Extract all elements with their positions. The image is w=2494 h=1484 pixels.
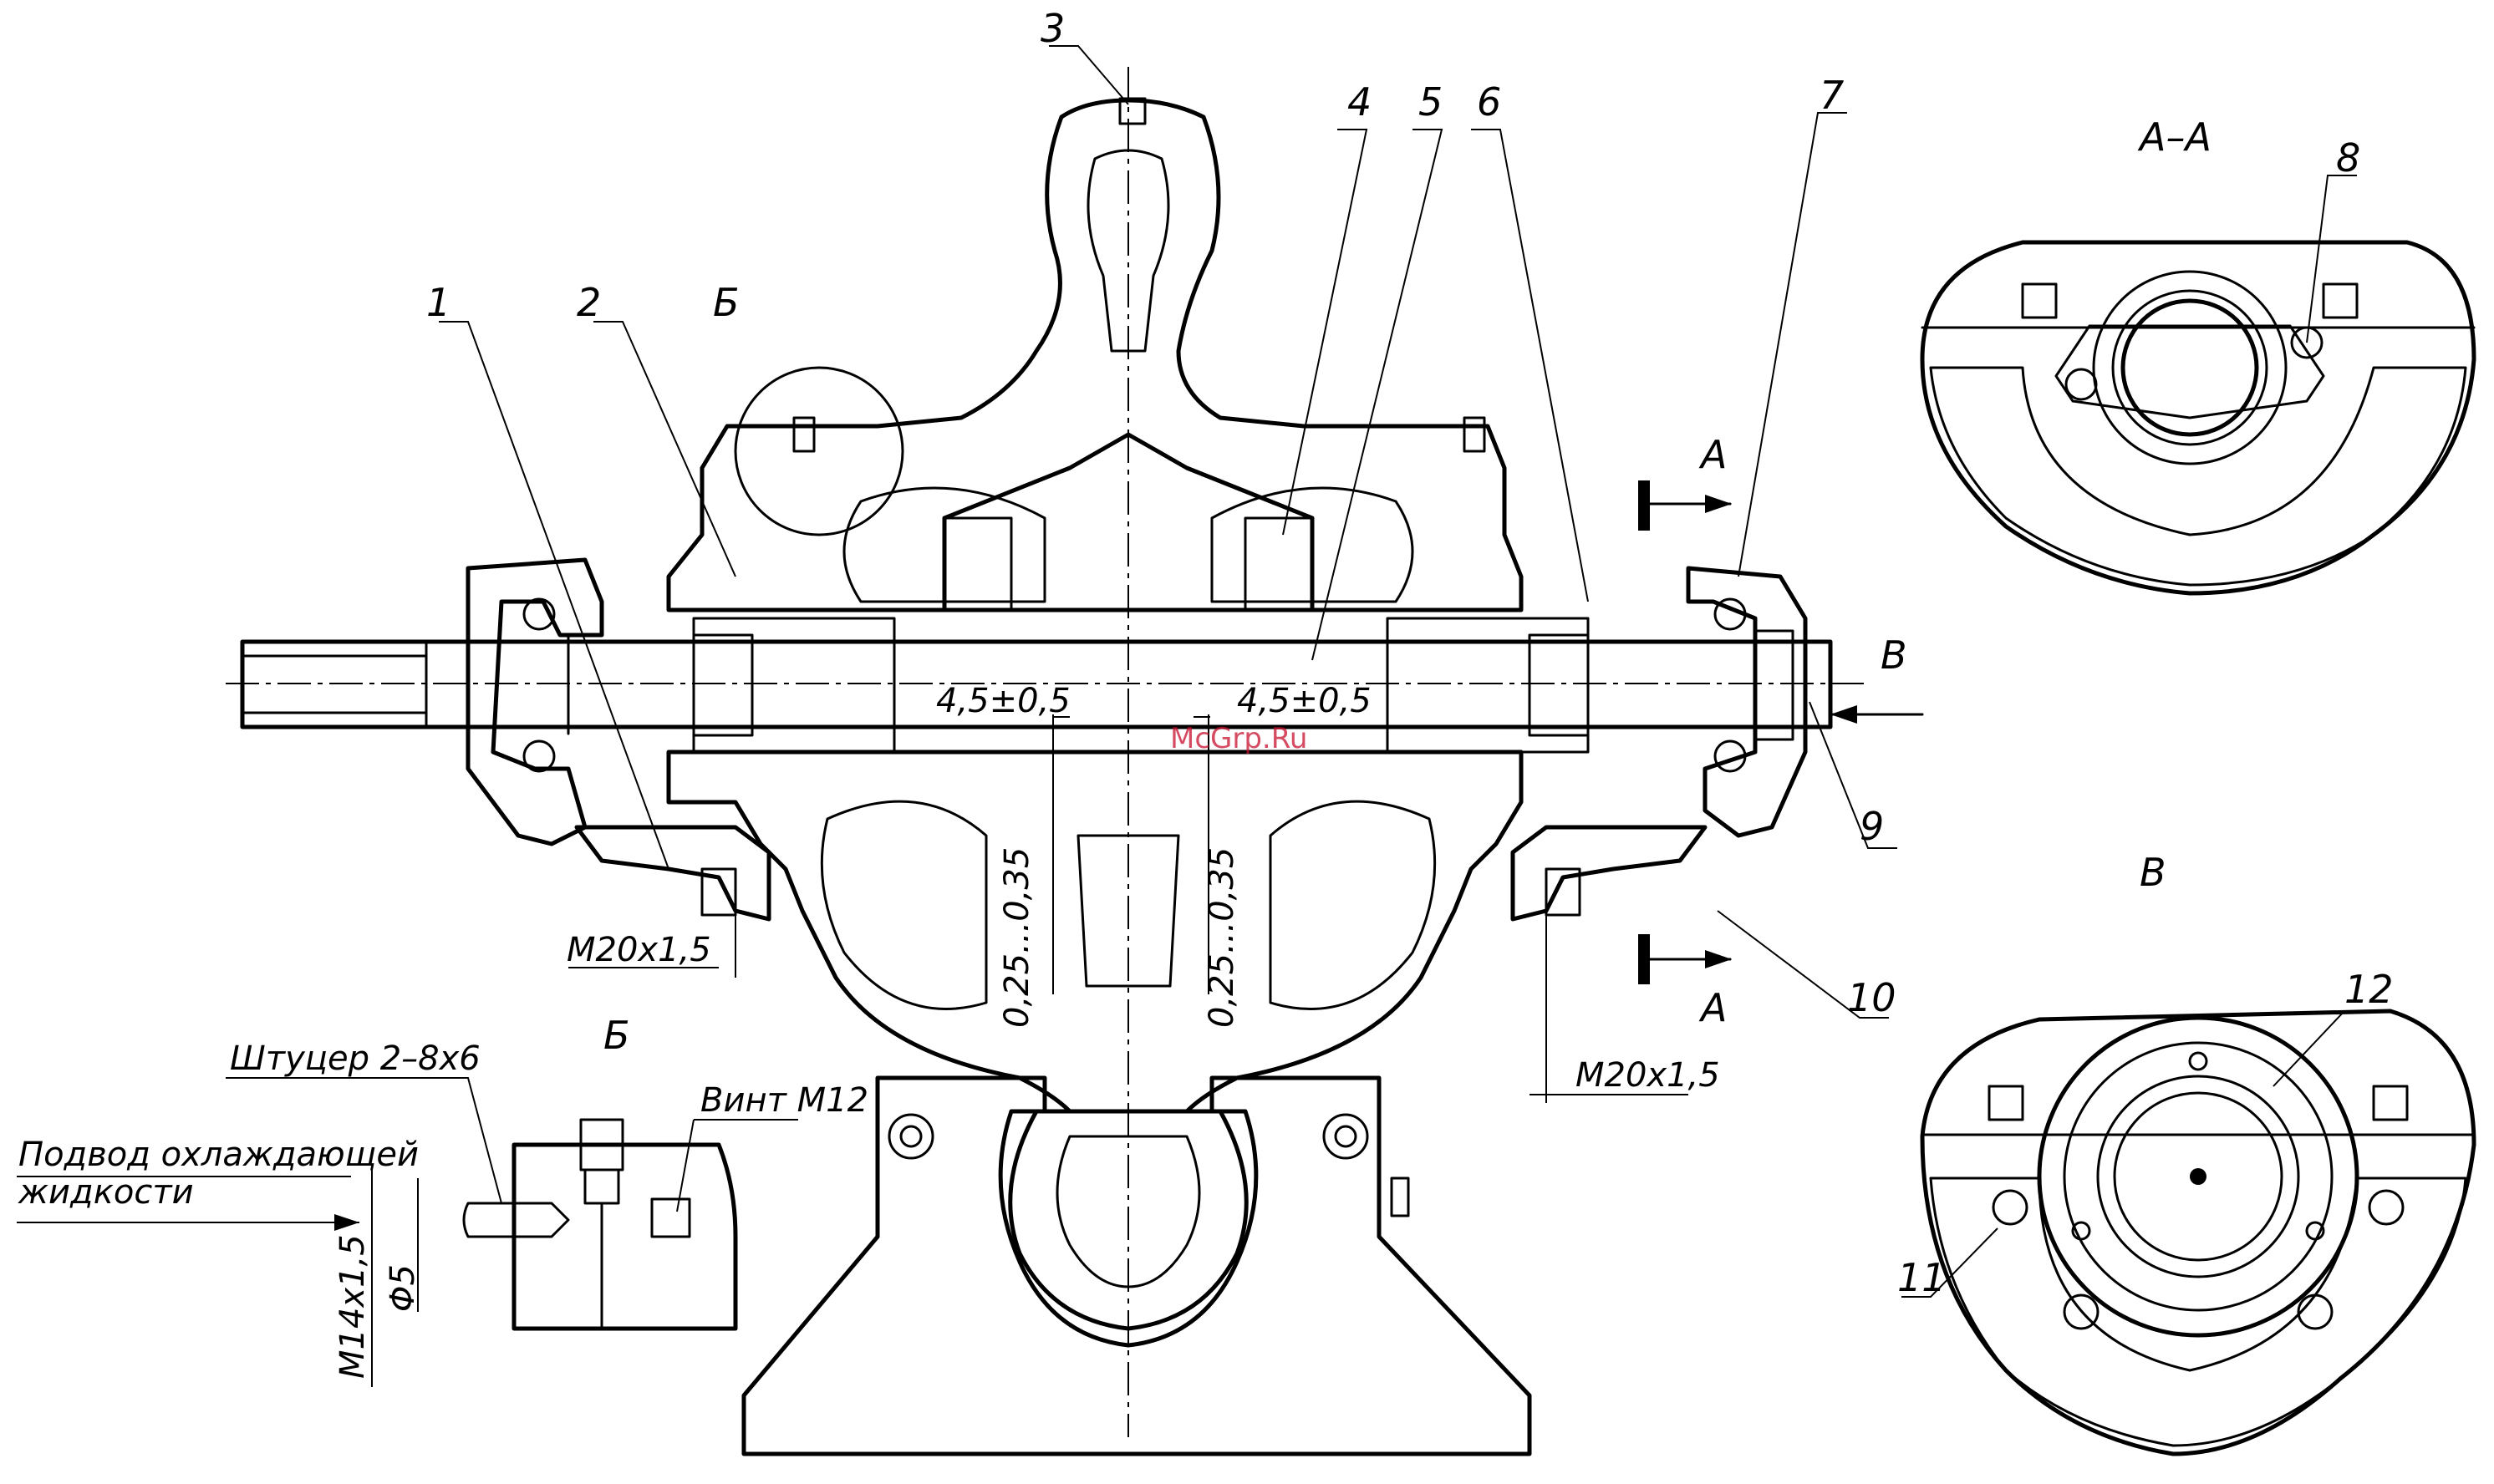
right-bearing-housing [1686,566,1808,838]
leader-lines [439,45,1897,1095]
text-labels: 1 2 3 4 5 6 7 8 9 10 11 12 Б Б А А А–А В… [18,6,2394,1379]
detail-b-circle [734,366,904,536]
dim-clearance-right: 0,25...0,35 [1203,847,1241,1028]
dim-gap-right: 4,5±0,5 [1237,682,1372,720]
label-part-3: 3 [1041,6,1065,51]
label-part-9: 9 [1860,804,1884,849]
dim-gap-left: 4,5±0,5 [936,682,1071,720]
section-aa-view [1920,175,2476,596]
label-part-11: 11 [1897,1255,1947,1300]
dim-thread-detail: М14х1,5 [333,1234,372,1379]
callout-coolant-line1: Подвод охлаждающей [18,1136,419,1174]
label-part-1: 1 [426,280,450,325]
view-b-title: В [2140,850,2166,895]
dim-thread-left: М20х1,5 [567,931,711,969]
label-part-4: 4 [1347,79,1372,125]
detail-b-title: Б [603,1013,630,1058]
view-b-marker: В [1881,633,1907,678]
section-arrow-a-bottom [1638,934,1732,984]
label-part-6: 6 [1477,79,1501,125]
label-part-10: 10 [1847,975,1896,1020]
dim-thread-right: М20х1,5 [1575,1056,1720,1095]
dim-diameter-detail: Φ5 [384,1264,422,1312]
callout-coolant-line2: жидкости [18,1173,194,1212]
section-aa-title: А–А [2137,114,2212,160]
section-arrow-a-top [1638,480,1732,531]
dim-clearance-left: 0,25...0,35 [998,847,1036,1028]
detail-b-view [17,1077,798,1387]
view-arrow-b [1829,705,1924,724]
callout-screw: Винт М12 [700,1081,868,1120]
label-part-7: 7 [1820,73,1844,118]
callout-fitting: Штуцер 2–8х6 [230,1039,481,1078]
label-part-8: 8 [2336,135,2360,180]
detail-b-marker: Б [713,280,740,325]
suction-volute [1008,1109,1249,1331]
base-foot [741,1075,1532,1456]
watermark: McGrp.Ru [1170,722,1307,755]
main-section-view [226,45,1924,1456]
section-a-top-label: А [1698,432,1727,477]
section-a-bottom-label: А [1698,985,1727,1030]
label-part-2: 2 [577,280,601,325]
label-part-12: 12 [2344,967,2394,1012]
label-part-5: 5 [1418,79,1443,125]
left-bearing-housing [466,557,604,846]
view-b-view [1901,1009,2476,1456]
upper-casing [666,98,1524,612]
